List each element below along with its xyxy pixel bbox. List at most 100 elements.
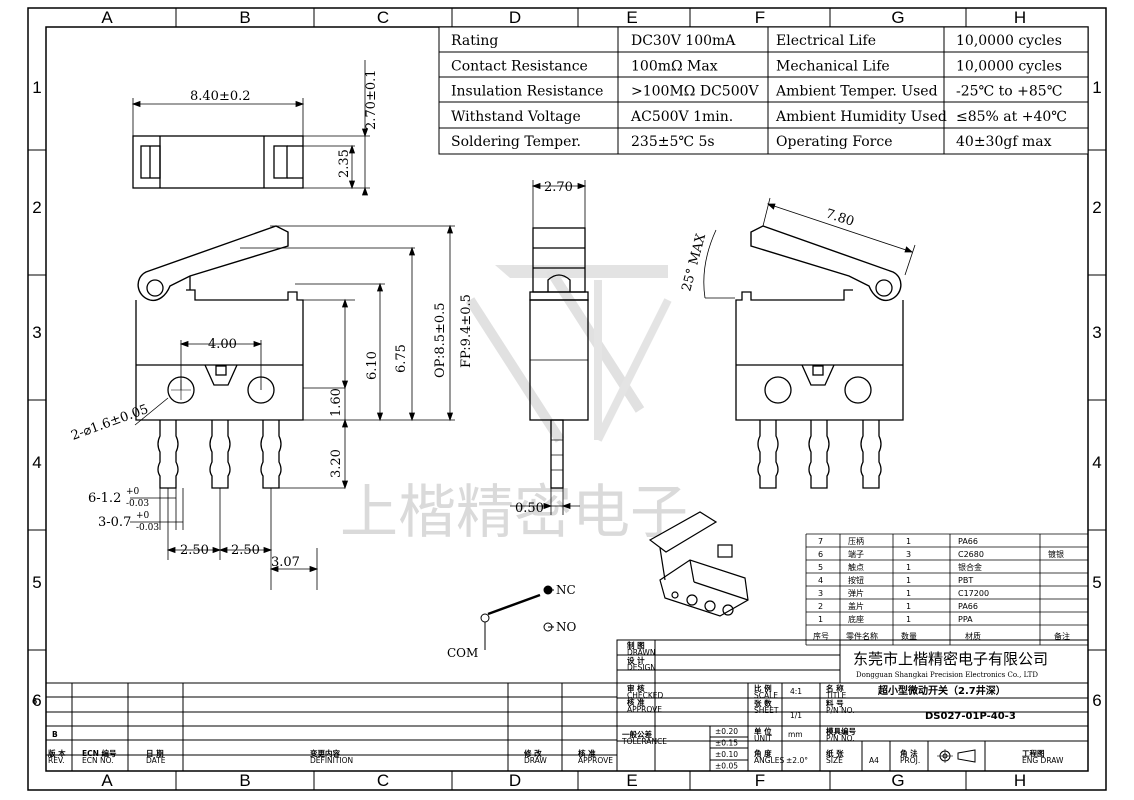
zone-row-left: 6: [32, 691, 41, 710]
company-name-cn: 东莞市上楷精密电子有限公司: [853, 650, 1048, 668]
unit-value: mm: [788, 730, 803, 739]
zone-row-left: 1: [32, 78, 41, 97]
drawn-en: DRAWN: [627, 648, 655, 657]
zone-col-top: E: [626, 8, 637, 27]
label-com: COM: [447, 646, 478, 660]
zone-row-right: 3: [1092, 323, 1101, 342]
projection-symbol-icon: [937, 749, 976, 763]
zone-col-top: C: [377, 8, 389, 27]
bom-part: 端子: [848, 549, 864, 559]
design-en: DESIGN: [627, 663, 656, 672]
spec-cell: Ambient Temper. Used: [775, 84, 938, 100]
row-six: 6: [32, 697, 37, 706]
zone-col-top: F: [755, 8, 765, 27]
spec-cell: DC30V 100mA: [631, 33, 736, 49]
zone-row-right: 5: [1092, 573, 1101, 592]
bom-index: 2: [818, 602, 823, 611]
spec-cell: >100MΩ DC500V: [631, 84, 760, 100]
dim-width-top: 8.40±0.2: [190, 89, 251, 104]
bom-qty: 1: [906, 589, 911, 598]
drawn-cn: 制 图: [627, 640, 645, 650]
draw-en: DRAW: [524, 756, 547, 765]
dim-pin-width-tol-up: +0: [126, 487, 140, 497]
zone-row-left: 3: [32, 323, 41, 342]
eng-draw-cn: 工程图: [1022, 749, 1045, 758]
dim-pin-thick-tol-dn: -0.03: [136, 523, 159, 533]
unit-en: UNIT: [754, 734, 772, 743]
watermark-text: 上楷精密电子: [340, 478, 688, 546]
bom-part: 盖片: [848, 601, 864, 611]
switch-schematic: [480, 585, 554, 650]
bom-index: 6: [818, 550, 823, 559]
pn-en: P/N NO.: [826, 706, 855, 715]
side-view-dims: [510, 180, 587, 515]
ecn-en: ECN NO.: [82, 756, 114, 765]
dim-side-width: 2.70: [544, 180, 573, 195]
label-nc: NC: [556, 583, 576, 597]
spec-cell: Insulation Resistance: [451, 84, 603, 100]
dim-pitch-1: 2.50: [180, 543, 209, 558]
bom-index: 3: [818, 589, 823, 598]
bom-material: C2680: [958, 550, 984, 559]
size-value: A4: [869, 756, 879, 765]
bom-index: 5: [818, 563, 823, 572]
definition-en: DEFINITION: [310, 756, 353, 765]
spec-cell: Ambient Humidity Used: [775, 109, 947, 125]
dim-holes: 2-⌀1.6±0.05: [69, 402, 150, 444]
unit-cn: 单 位: [754, 726, 772, 736]
bom-header: 备注: [1054, 631, 1070, 641]
dim-320: 3.20: [329, 449, 344, 478]
dim-pitch-2: 2.50: [231, 543, 260, 558]
spec-cell: Operating Force: [776, 134, 893, 150]
rear-view: [735, 225, 904, 489]
spec-cell: -25℃ to +85℃: [956, 84, 1062, 100]
bom-material: 银合金: [958, 562, 982, 572]
bom-index: 7: [818, 537, 823, 546]
zone-row-right: 6: [1092, 691, 1101, 710]
angles-cn: 角 度: [754, 748, 772, 758]
tolerance-value: ±0.15: [715, 739, 738, 748]
bom-header: 序号: [813, 631, 829, 641]
bom-part: 弹片: [848, 588, 864, 598]
dim-hole-pitch: 4.00: [208, 337, 237, 352]
dim-height-top: 2.70±0.1: [364, 69, 379, 130]
pn-value: DS027-01P-40-3: [925, 711, 1016, 722]
watermark: 上楷精密电子: [340, 265, 688, 546]
dim-offset: 3.07: [271, 555, 300, 570]
zone-row-left: 2: [32, 198, 41, 217]
proj-cn: 角 法: [900, 748, 918, 758]
rev-b: B: [52, 730, 58, 739]
size-cn: 纸 张: [826, 748, 844, 758]
angle-value: ±2.0°: [786, 756, 808, 765]
zone-row-left: 5: [32, 573, 41, 592]
bom-part: 底座: [848, 614, 864, 624]
bom-material: PA66: [958, 537, 978, 546]
spec-cell: 100mΩ Max: [631, 58, 718, 74]
zone-col-bottom: D: [509, 771, 521, 790]
dim-675: 6.75: [394, 344, 409, 373]
dim-pin-width: 6-1.2: [88, 491, 121, 506]
spec-cell: Electrical Life: [776, 33, 876, 49]
tolerance-cn: 一般公差: [622, 729, 652, 739]
dim-op: OP:8.5±0.5: [433, 302, 448, 378]
proj-en: PROJ.: [900, 756, 920, 765]
eng-draw-en: ENG DRAW: [1022, 756, 1064, 765]
iso-view: [648, 511, 749, 617]
checked-cn: 审 核: [627, 683, 645, 693]
tolerance-value: ±0.05: [715, 762, 738, 771]
tolerance-value: ±0.20: [715, 727, 738, 736]
checked-en: CHECKED: [627, 691, 664, 700]
bom-part: 压柄: [848, 536, 864, 546]
bom-qty: 1: [906, 537, 911, 546]
dim-pin-width-tol-dn: -0.03: [126, 499, 149, 509]
bom-index: 1: [818, 615, 823, 624]
bom-qty: 1: [906, 563, 911, 572]
zone-row-right: 1: [1092, 78, 1101, 97]
label-no: NO: [556, 620, 577, 634]
bom-qty: 3: [906, 550, 911, 559]
zone-col-bottom: H: [1014, 771, 1026, 790]
dim-235: 2.35: [337, 149, 352, 178]
